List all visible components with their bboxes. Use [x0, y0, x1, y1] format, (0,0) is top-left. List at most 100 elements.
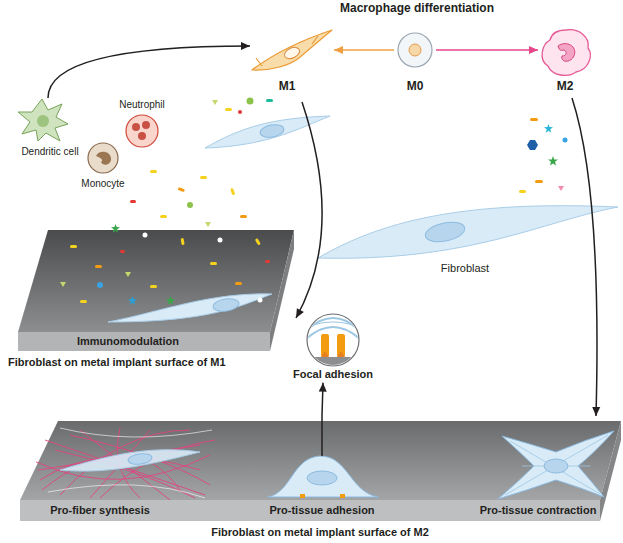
adhesion-cell-part	[321, 416, 323, 456]
m1-macrophage-part	[283, 45, 302, 61]
cytokines-part	[527, 140, 538, 150]
implant-plate: Pro-fiber synthesisPro-tissue adhesionPr…	[14, 416, 622, 542]
cytokines-part	[60, 282, 66, 287]
node-label: M0	[407, 80, 424, 94]
cytokines-part	[150, 170, 157, 173]
cytokines-part	[111, 224, 120, 233]
neutrophil-cell-part	[138, 132, 146, 140]
cytokines-part	[535, 180, 543, 183]
fibroblast-cell-part	[318, 206, 618, 259]
m1-implant-plate-part	[212, 297, 239, 313]
m2-implant-plate-part	[20, 500, 600, 521]
flow-arrow	[436, 46, 538, 54]
node-label: Dendritic cell	[21, 146, 78, 158]
fibroblast-cell-part	[127, 452, 152, 465]
collagen-fibers-part	[70, 435, 210, 485]
m2-macrophage-part	[542, 30, 590, 76]
cytokines-part	[265, 260, 270, 263]
adhesion-cell-part	[307, 471, 337, 485]
m2-implant-plate	[20, 421, 621, 521]
macrophage-cell: M2	[538, 24, 598, 98]
cytokines-part	[519, 190, 526, 193]
panel-caption: Fibroblast on metal implant surface of M…	[8, 356, 226, 369]
focal-adhesion-zoom	[300, 314, 370, 371]
m1-implant-plate	[18, 230, 294, 351]
cytokines-part	[255, 238, 261, 246]
node-label: Fibroblast	[441, 262, 489, 275]
cytokines-part	[218, 238, 223, 243]
cytokines-part	[258, 298, 263, 303]
fibroblast-cell	[60, 450, 200, 471]
cytokines-part	[247, 98, 254, 105]
cytokines-part	[97, 282, 103, 288]
cytokines-part	[205, 222, 211, 227]
monocyte-cell	[88, 143, 118, 173]
focal-adhesion-zoom-part-part	[321, 334, 329, 357]
panel-caption: Fibroblast on metal implant surface of M…	[211, 526, 429, 539]
cytokines-part	[166, 296, 175, 305]
cytokines-part	[563, 138, 568, 143]
node-label: Focal adhesion	[293, 368, 373, 381]
flow-arrow	[334, 46, 394, 54]
cytokines-part	[128, 296, 137, 305]
cytokines-part	[238, 110, 242, 114]
cytokines-part	[70, 245, 77, 248]
m1-implant-plate-part	[18, 332, 270, 351]
adhesion-cell-part	[340, 494, 345, 498]
collagen-fibers-part	[48, 485, 205, 498]
arrow-head	[319, 383, 327, 392]
cytokines-part	[80, 300, 87, 303]
dendritic-cell-part	[18, 99, 68, 141]
cytokines-part	[200, 176, 207, 179]
cytokines-part	[120, 250, 125, 253]
monocyte-cell-part	[88, 143, 118, 173]
arrow-head	[296, 308, 304, 318]
neutrophil-cell	[126, 115, 158, 147]
adhesion-cell	[268, 416, 378, 498]
plate-label: Pro-fiber synthesis	[50, 504, 150, 517]
fibroblast-cell: Fibroblast	[320, 200, 620, 280]
contraction-cell	[498, 431, 614, 499]
immune-cell: Monocyte	[80, 140, 130, 198]
diagram-title: Macrophage differentiation	[340, 2, 494, 16]
collagen-fibers	[36, 428, 215, 500]
focal-adhesion-zoom-part-part	[337, 334, 345, 357]
immune-cell: Neutrophil	[110, 98, 174, 150]
cytokines-part	[530, 118, 538, 121]
cytokines-part	[187, 202, 193, 208]
focal-adhesion-zoom-part-part	[337, 351, 345, 357]
cytokines-part	[266, 99, 273, 102]
contraction-cell-part	[498, 431, 614, 499]
arrow-line	[436, 49, 538, 51]
m0-macrophage-part	[409, 44, 421, 56]
cytokines-part	[95, 265, 102, 268]
arrow-line	[572, 98, 597, 416]
immune-cell: Dendritic cell	[12, 98, 86, 160]
m1-implant-plate-part	[18, 230, 294, 332]
arrow-head	[334, 46, 343, 54]
focal-adhesion-zoom-part-part	[321, 351, 329, 357]
cytokines-part	[210, 262, 217, 265]
cytokines	[519, 118, 568, 193]
node-label: M2	[557, 80, 574, 94]
dendritic-cell-part	[37, 115, 49, 127]
neutrophil-cell-part	[132, 123, 140, 131]
m2-macrophage	[542, 30, 590, 76]
contraction-cell-part	[505, 435, 608, 495]
fibroblast-cell-part	[259, 123, 285, 139]
fibroblast-cell-part	[424, 219, 467, 245]
plate-label: Pro-tissue contraction	[480, 504, 597, 517]
m0-macrophage-part	[398, 33, 432, 67]
m1-macrophage-part	[252, 30, 332, 70]
m1-macrophage-part	[256, 36, 318, 66]
implant-plate: ImmunomodulationFibroblast on metal impl…	[6, 226, 296, 372]
macrophage-cell: M1	[250, 26, 334, 102]
arrow-line	[296, 102, 322, 318]
cytokines-part	[160, 215, 167, 218]
cytokines-part	[240, 215, 247, 218]
node-label: Monocyte	[81, 178, 124, 190]
arrow-head	[529, 46, 538, 54]
